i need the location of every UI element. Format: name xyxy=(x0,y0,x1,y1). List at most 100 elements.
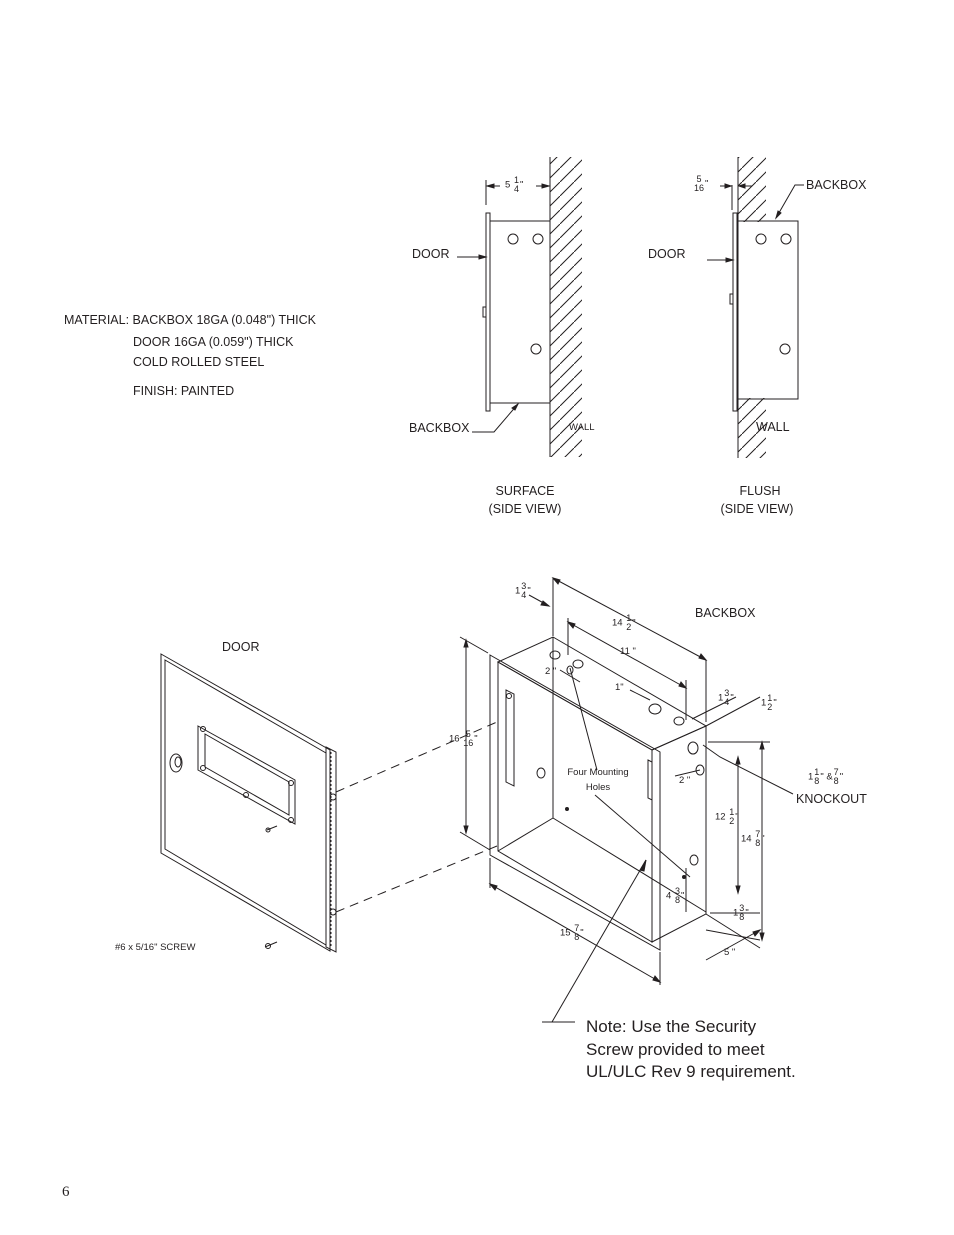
mounting-holes-label-2: Holes xyxy=(585,782,611,793)
dim-unit: " xyxy=(632,617,636,629)
dim-den: 4 xyxy=(521,590,527,600)
dim-num: 1 xyxy=(814,767,820,777)
door-lock xyxy=(169,753,183,773)
dim-den: 8 xyxy=(739,912,745,922)
flush-wall-hatch-top xyxy=(738,157,766,222)
dim-1: 1" xyxy=(615,682,624,693)
dim-den: 2 xyxy=(767,702,773,712)
dim-num: 1 xyxy=(767,693,773,703)
screw-label: #6 x 5/16" SCREW xyxy=(115,942,196,953)
material-line-1: MATERIAL: BACKBOX 18GA (0.048") THICK xyxy=(64,313,316,327)
dim-unit: " xyxy=(474,733,478,745)
dim-num: 7 xyxy=(755,829,761,839)
dim-num: 3 xyxy=(739,903,745,913)
flush-backbox-label: BACKBOX xyxy=(806,178,867,192)
note-line-3: UL/ULC Rev 9 requirement. xyxy=(586,1062,796,1081)
backbox-knockouts xyxy=(536,650,705,866)
knockout-label: KNOCKOUT xyxy=(796,792,867,806)
dim-whole: 1 xyxy=(808,771,814,783)
dim-unit: " xyxy=(761,833,765,845)
dim-num: 3 xyxy=(521,581,527,591)
flush-door-label: DOOR xyxy=(648,247,686,261)
flush-wall-label: WALL xyxy=(756,420,790,434)
flush-dim-unit: " xyxy=(705,178,709,190)
dim-5: 5 " xyxy=(724,947,736,958)
dim-whole: 1 xyxy=(515,585,521,597)
door-hinge-edge xyxy=(325,746,337,953)
flush-side-view xyxy=(707,157,804,458)
dim-unit: " xyxy=(680,890,685,902)
flush-caption-2: (SIDE VIEW) xyxy=(720,502,794,516)
dim-whole: 14 xyxy=(741,833,752,845)
dim-2-side: 2 " xyxy=(679,775,691,786)
surface-dim-num: 1 xyxy=(513,175,519,185)
surface-caption-2: (SIDE VIEW) xyxy=(488,502,562,516)
dim-unit: " xyxy=(820,771,824,783)
flush-dim-num: 5 xyxy=(696,174,702,184)
dim-whole: 4 xyxy=(666,890,672,902)
flush-door-outline xyxy=(732,212,738,412)
dim-den: 8 xyxy=(814,776,820,786)
flush-dim-den: 16 xyxy=(694,183,705,193)
surface-dim-den: 4 xyxy=(513,184,519,194)
dim-whole: 1 xyxy=(761,697,767,709)
dim-whole: 16 xyxy=(449,733,460,745)
surface-dim-whole: 5 xyxy=(505,179,511,191)
surface-dim-unit: " xyxy=(519,179,524,191)
surface-backbox-outline xyxy=(489,220,551,404)
security-screw-note: Note: Use the Security Screw provided to… xyxy=(586,1016,796,1084)
dim-unit: " xyxy=(745,907,749,919)
material-line-3: COLD ROLLED STEEL xyxy=(133,355,265,369)
dim-num: 5 xyxy=(465,729,471,739)
dim-num: 7 xyxy=(833,767,839,777)
material-line-2: DOOR 16GA (0.059") THICK xyxy=(133,335,294,349)
surface-door-outline xyxy=(485,212,491,412)
surface-wall-label: WALL xyxy=(569,422,595,433)
dim-num: 3 xyxy=(674,886,680,896)
door-window-frame xyxy=(197,725,296,825)
dim-num: 3 xyxy=(724,688,730,698)
dim-den: 4 xyxy=(724,697,730,707)
finish-label: FINISH: PAINTED xyxy=(133,384,235,398)
backbox-isometric xyxy=(459,577,794,1023)
door-label: DOOR xyxy=(222,640,260,654)
dim-whole: 1 xyxy=(718,692,724,704)
dim-num: 1 xyxy=(729,807,735,817)
dim-unit: " xyxy=(839,771,844,783)
backbox-front-flange xyxy=(489,654,661,951)
backbox-label: BACKBOX xyxy=(695,606,756,620)
door-panel xyxy=(160,653,331,952)
dim-den: 8 xyxy=(574,932,580,942)
surface-backbox-label: BACKBOX xyxy=(409,421,470,435)
dim-whole: 12 xyxy=(715,811,726,823)
surface-caption-1: SURFACE xyxy=(495,484,555,498)
dim-num: 7 xyxy=(574,923,580,933)
dim-den: 16 xyxy=(463,738,474,748)
surface-knockouts xyxy=(507,233,544,355)
dim-den: 8 xyxy=(833,776,839,786)
dim-den: 2 xyxy=(729,816,735,826)
dim-den: 8 xyxy=(674,895,680,905)
dim-den: 2 xyxy=(626,622,632,632)
dim-num: 1 xyxy=(626,613,632,623)
flush-caption-1: FLUSH xyxy=(739,484,781,498)
door-isometric xyxy=(160,653,498,953)
dim-whole: 15 xyxy=(560,927,571,939)
